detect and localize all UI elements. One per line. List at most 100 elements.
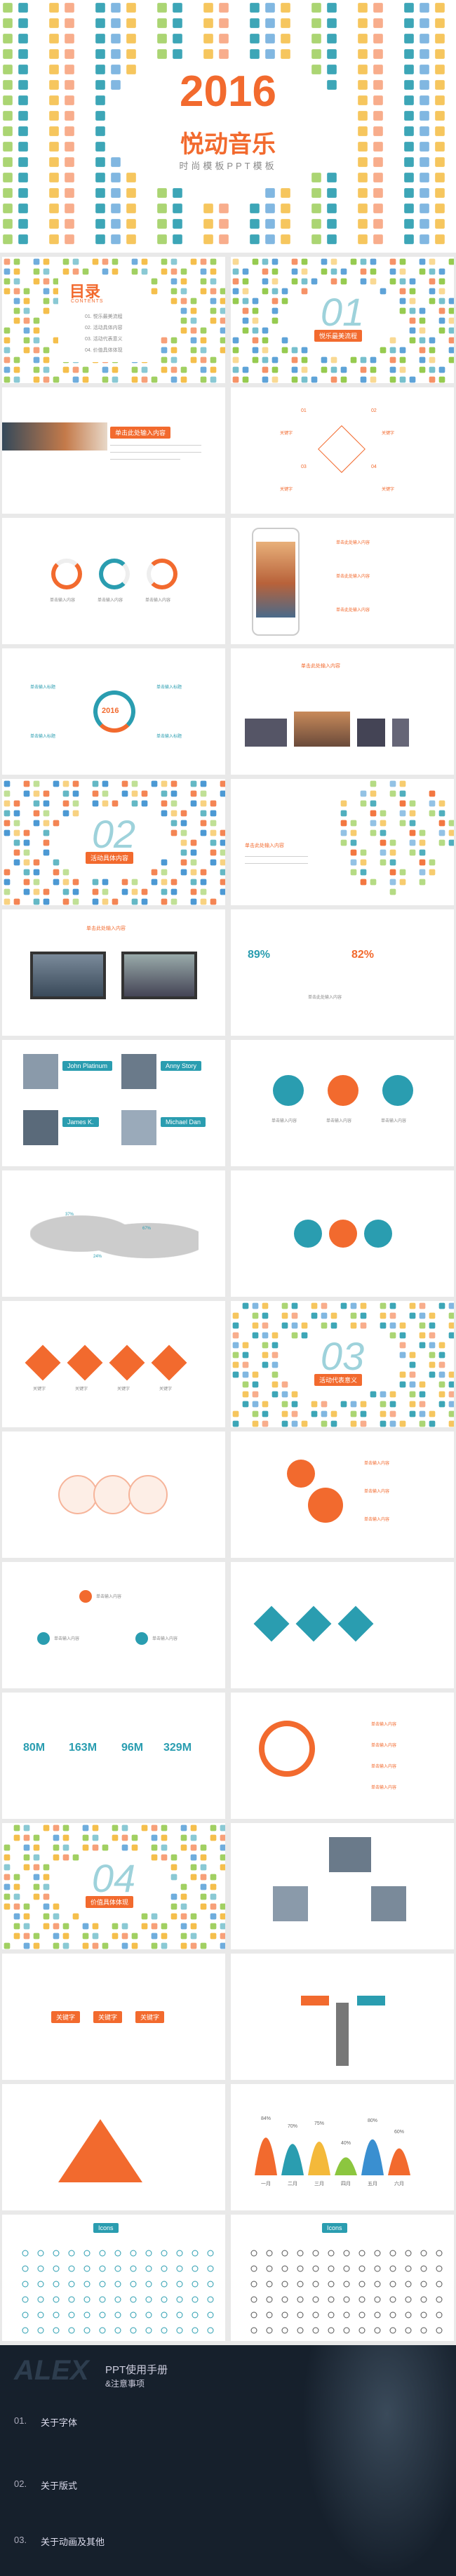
section-02-slide[interactable]: 02 活动具体内容 [2,779,225,905]
team-slide[interactable]: John Platinum Anny Story James K. Michae… [2,1040,225,1166]
mosaic-tile [328,2311,335,2318]
mosaic-tile [43,820,50,827]
devices-slide[interactable]: 单击此处输入内容 [231,648,454,775]
world-map-slide[interactable]: 37% 67% 24% [2,1170,225,1297]
label: 关键字 [33,1387,46,1392]
mosaic-tile [65,219,74,229]
mosaic-tile [358,80,368,90]
mosaic-tile [262,327,269,334]
mosaic-tile [121,1834,128,1841]
manual-slide[interactable]: ALEX PPT使用手册 &注意事项 01. 关于字体 02. 关于版式 03.… [0,2345,456,2576]
mosaic-tile [18,219,28,229]
mosaic-tile [210,1903,217,1910]
label: 单击输入内容 [152,1637,178,1641]
mosaic-tile [180,1844,187,1851]
tree-slide[interactable] [231,1954,454,2080]
item-label: 关键字 [382,432,395,436]
item-label: 关键字 [280,432,293,436]
mosaic-tile [429,1322,436,1329]
mosaic-tile [18,142,28,152]
section-03-slide[interactable]: 03 活动代表意义 [231,1301,454,1427]
mosaic-tile [330,278,337,285]
section-04-slide[interactable]: 04 价值具体体现 [2,1823,225,1949]
mosaic-tile [200,258,207,265]
mosaic-tile [250,219,260,229]
mosaic-tile [210,810,217,817]
mosaic-tile [250,49,260,59]
mosaic-tile [203,203,213,213]
mosaic-tile [95,188,105,198]
mosaic-tile [419,337,426,344]
toc-item[interactable]: 04. 价值具体体现 [85,348,123,353]
label: 单击输入标题 [30,735,56,739]
arrows-slide[interactable] [231,1170,454,1297]
intro-slide[interactable]: 单击此处输入内容 [2,387,225,514]
mosaic-tile [62,268,69,275]
mosaic-tile [420,2281,427,2288]
profile-photo [121,1054,156,1089]
mosaic-tile [252,1410,259,1417]
mosaic-tile [203,49,213,59]
label: 单击输入内容 [96,1595,122,1599]
mosaic-tile [4,288,11,295]
mosaic-tile [220,1903,225,1910]
mosaic-tile [358,203,368,213]
toc-slide[interactable]: 目录 CONTENTS 01. 悦乐最美流程 02. 活动具体内容 03. 活动… [2,257,225,383]
icons-slide-filled[interactable]: Icons [231,2215,454,2341]
mosaic-tile [210,366,217,373]
icons-circles-slide[interactable]: 单击输入内容 单击输入内容 单击输入内容 [231,1040,454,1166]
mosaic-tile [131,898,138,905]
mosaic-tile [92,1942,99,1949]
mosaic-tile [409,337,416,344]
toc-item[interactable]: 02. 活动具体内容 [85,326,123,331]
name-tag: John Platinum [62,1061,113,1071]
globe-slide[interactable]: 单击输入内容 单击输入内容 单击输入内容 单击输入内容 [231,1693,454,1819]
mosaic-tile [62,1933,69,1940]
venn-slide[interactable] [2,1432,225,1558]
rings-slide[interactable]: 单击输入内容 单击输入内容 单击输入内容 [2,518,225,644]
mosaic-tile [62,258,69,265]
people-slide[interactable]: 89% 82% 单击此处输入内容 [231,909,454,1036]
mosaic-tile [180,839,187,846]
icons-slide-outline[interactable]: Icons [2,2215,225,2341]
toc-item[interactable]: 03. 活动代表意义 [85,337,123,342]
timeline-slide[interactable]: 单击输入内容 单击输入内容 单击输入内容 [2,1562,225,1688]
mosaic-tile [409,839,416,846]
mosaic-tile [242,1302,249,1309]
mosaic-tile [18,173,28,182]
mosaic-tile [112,268,119,275]
toc-item[interactable]: 01. 悦乐最美流程 [85,314,123,319]
flow-arrows-slide[interactable]: 关键字 关键字 关键字 [2,1954,225,2080]
cloud-icons-slide[interactable] [231,1562,454,1688]
gears-slide[interactable]: 单击输入内容 单击输入内容 单击输入内容 [231,1432,454,1558]
mosaic-tile [3,49,13,59]
monitor-mockup [245,719,287,747]
mosaic-tile [436,2281,443,2288]
mosaic-tile [321,268,328,275]
laptops-slide[interactable]: 单击此处输入内容 [2,909,225,1036]
photo-grid-slide[interactable] [231,1823,454,1949]
mosaic-tile [53,1824,60,1831]
mosaic-tile [271,307,279,314]
phone-slide[interactable]: 单击此处输入内容 单击此处输入内容 单击此处输入内容 [231,518,454,644]
pyramid-slide[interactable] [2,2084,225,2210]
cycle-slide[interactable]: 2016 单击输入标题 单击输入标题 单击输入标题 单击输入标题 [2,648,225,775]
mosaic-tile [23,1942,30,1949]
megaphone-slide[interactable]: 单击此处输入内容 [231,779,454,905]
hexagons-slide[interactable]: 关键字 关键字 关键字 关键字 [2,1301,225,1427]
mosaic-tile [37,2327,44,2334]
mosaic-tile [220,1923,225,1930]
cover-slide[interactable]: 2016 悦动音乐 时尚模板PPT模板 [0,0,456,253]
codes-slide[interactable]: 01 02 03 04 关键字 关键字 关键字 关键字 [231,387,454,514]
mosaic-tile [360,268,367,275]
mosaic-tile [33,1834,40,1841]
mosaic-tile [72,1913,79,1920]
mosaic-tile [301,1332,308,1339]
mosaic-tile [131,366,138,373]
mosaic-tile [220,327,225,334]
section-01-slide[interactable]: 01 悦乐最美流程 [231,257,454,383]
stats-slide[interactable]: 80M 163M 96M 329M [2,1693,225,1819]
mosaic-tile [327,3,337,13]
stat-value: 163M [69,1742,98,1754]
